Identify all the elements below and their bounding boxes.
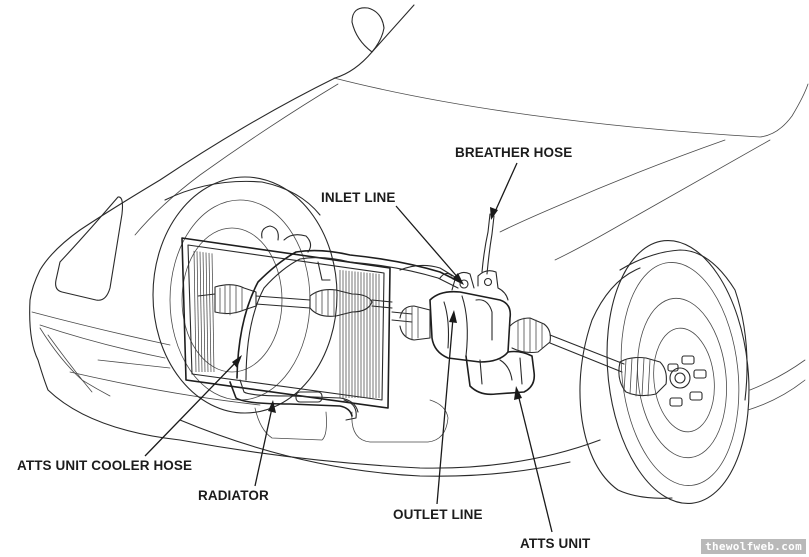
fender-inner-line <box>134 83 339 236</box>
label-outlet-line: OUTLET LINE <box>393 507 483 522</box>
arrowhead-radiator <box>268 400 276 413</box>
arrowhead-outlet-line <box>449 310 457 323</box>
right-rocker-2 <box>747 379 806 411</box>
side-mirror <box>351 7 385 53</box>
leader-breather-hose <box>493 162 518 215</box>
left-driveshaft <box>197 284 393 317</box>
radiator-fin <box>211 253 215 373</box>
center-intake-right <box>351 399 449 443</box>
radiator <box>181 225 391 409</box>
radiator-fin <box>208 252 212 373</box>
leader-lines <box>144 162 553 533</box>
radiator-fin <box>202 252 206 373</box>
lower-bumper-line-2 <box>97 359 171 369</box>
label-radiator: RADIATOR <box>198 488 269 503</box>
hood-crease-1 <box>499 139 726 233</box>
label-atts-unit-cooler-hose: ATTS UNIT COOLER HOSE <box>17 458 193 473</box>
label-breather-hose: BREATHER HOSE <box>455 145 573 160</box>
watermark: thewolfweb.com <box>701 539 806 554</box>
right-rocker <box>749 359 806 391</box>
radiator-fin <box>199 251 203 373</box>
arrowhead-inlet-line <box>452 273 464 285</box>
label-inlet-line: INLET LINE <box>321 190 396 205</box>
arrowhead-atts-unit <box>514 386 522 400</box>
radiator-fin <box>205 252 209 373</box>
lower-bumper-line <box>69 371 261 406</box>
hood-crease-2 <box>554 139 771 261</box>
left-intake-2 <box>47 334 93 393</box>
radiator-fin <box>193 250 197 373</box>
arrowhead-breather-hose <box>490 207 498 220</box>
fender-line-left <box>29 77 336 301</box>
atts-unit <box>391 213 625 396</box>
headlight <box>55 196 124 301</box>
bumper-line-2 <box>39 324 166 359</box>
leader-atts-unit <box>517 393 553 533</box>
a-pillar <box>334 4 415 79</box>
leader-cooler-hose <box>144 359 239 457</box>
right-wheel <box>579 239 750 505</box>
leader-outlet-line <box>436 317 454 505</box>
bumper-upper-line <box>31 311 171 346</box>
leader-radiator <box>254 407 273 487</box>
leader-inlet-line <box>395 205 461 281</box>
cooler-hose <box>229 249 461 421</box>
center-intake-left <box>254 407 327 441</box>
arrowhead-cooler-hose <box>232 355 242 368</box>
chin-line <box>179 419 571 477</box>
car-body <box>29 4 809 477</box>
left-wheel <box>152 176 338 414</box>
hood-rear-edge <box>333 77 809 138</box>
radiator-fin <box>196 251 200 373</box>
bumper-outer <box>29 299 601 469</box>
right-fender-arch <box>619 249 748 401</box>
label-atts-unit: ATTS UNIT <box>520 536 591 551</box>
